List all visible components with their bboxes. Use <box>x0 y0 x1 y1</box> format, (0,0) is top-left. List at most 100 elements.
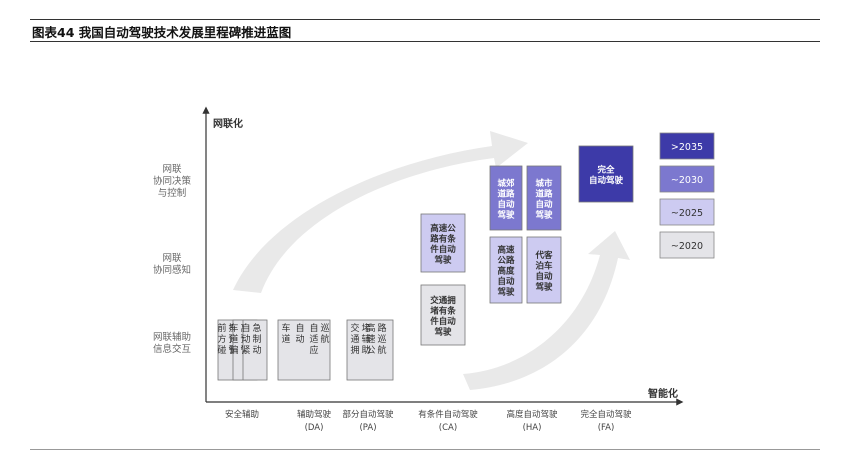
trend-arrows <box>233 131 630 390</box>
milestone-label-line: 驾驶 <box>497 287 515 298</box>
milestone-label-char: 前 <box>217 322 226 334</box>
legend-swatch <box>659 231 715 259</box>
milestone-box <box>420 284 466 346</box>
y-tick-label: 协同感知 <box>153 264 191 276</box>
milestone-label-char: 通 <box>350 334 359 345</box>
milestone-label-line: 自动 <box>497 276 515 287</box>
milestone-label-char: 航 <box>320 333 329 345</box>
milestone-label-line: 堵有条 <box>430 305 456 316</box>
y-tick-label: 网联 <box>162 253 182 264</box>
milestone-label-char: 自 <box>295 322 304 334</box>
milestone-label-char: 速 <box>366 334 375 345</box>
figure-title: 图表44 我国自动驾驶技术发展里程碑推进蓝图 <box>32 25 292 40</box>
milestone-label-line: 驾驶 <box>497 209 515 220</box>
milestone-label-char: 方 <box>217 333 226 345</box>
milestone-box <box>346 319 394 381</box>
milestone-label-line: 交通拥 <box>430 295 456 306</box>
milestone-label-char: 助 <box>361 344 370 356</box>
milestone-box <box>242 319 268 381</box>
figure-header: 图表44 我国自动驾驶技术发展里程碑推进蓝图 <box>30 19 820 42</box>
y-tick-label: 信息交互 <box>153 343 192 355</box>
milestone-label-char: 拥 <box>350 344 359 356</box>
source-divider <box>30 449 820 450</box>
milestone-label-char: 车 <box>229 322 238 334</box>
milestone-label-line: 泊车 <box>535 260 553 271</box>
milestone-label-char: 应 <box>309 344 318 356</box>
milestone-label-char: 紧 <box>241 345 250 356</box>
milestone-label-char: 道 <box>229 333 238 345</box>
legend-swatch <box>659 165 715 193</box>
milestone-box <box>489 165 523 231</box>
legend-label: >2035 <box>671 142 703 153</box>
milestone-label-line: 自动 <box>497 199 515 210</box>
y-axis-title: 网联化 <box>213 117 243 130</box>
milestone-box <box>489 236 523 304</box>
x-tick-label: 完全自动驾驶 <box>580 409 632 420</box>
legend-swatch <box>659 132 715 160</box>
x-tick-label: 有条件自动驾驶 <box>418 409 478 420</box>
milestone-label-line: 代客 <box>534 250 553 261</box>
legend-label: ~2020 <box>671 241 703 252</box>
milestone-label-line: 件自动 <box>430 316 456 327</box>
milestone-label-char: 高 <box>366 322 375 334</box>
milestone-label-char: 车 <box>281 322 290 334</box>
milestone-label-line: 自动 <box>535 199 553 210</box>
milestone-label-line: 道路 <box>535 188 553 199</box>
milestone-label-char: 路 <box>377 322 386 334</box>
x-tick-label: 高度自动驾驶 <box>506 409 558 420</box>
x-tick-label: 辅助驾驶 <box>297 409 332 420</box>
milestone-box <box>526 165 562 231</box>
milestone-label-line: 驾驶 <box>434 326 452 337</box>
milestone-label-char: 动 <box>252 345 261 356</box>
milestone-label-char: 急 <box>252 322 261 334</box>
x-tick-labels: 安全辅助 辅助驾驶 (DA) 部分自动驾驶 (PA) 有条件自动驾驶 (CA) 高度自动驾驶 (… <box>225 409 632 433</box>
legend-label: ~2025 <box>671 208 703 219</box>
milestone-boxes: 前方碰撞预警车道偏离预警自动紧急制动车道自动自适应巡航交通拥堵辅助高速公路巡航交… <box>217 145 634 381</box>
milestone-label-char: 制 <box>252 333 261 345</box>
x-tick-code: (DA) <box>305 423 324 433</box>
milestone-label-line: 城市 <box>535 178 553 189</box>
milestone-label-char: 巡 <box>377 334 386 345</box>
milestone-label-line: 道路 <box>497 188 515 199</box>
milestone-label-line: 路有条 <box>430 233 456 244</box>
milestone-label-line: 驾驶 <box>535 209 553 220</box>
milestone-label-line: 自动 <box>535 271 553 282</box>
x-tick-code: (FA) <box>598 423 615 433</box>
legend-label: ~2030 <box>671 175 703 186</box>
milestone-box <box>420 213 466 273</box>
milestone-label-line: 高速公 <box>430 223 456 234</box>
milestone-label-char: 自 <box>241 322 250 334</box>
milestone-label-char: 动 <box>295 334 304 345</box>
milestone-label-char: 适 <box>309 334 318 345</box>
milestone-label-line: 高度 <box>497 266 515 277</box>
milestone-label-char: 动 <box>241 334 250 345</box>
legend-swatch <box>659 198 715 226</box>
milestone-label-char: 巡 <box>320 323 329 334</box>
axes: 网联化 智能化 <box>202 106 684 406</box>
milestone-label-char: 辅 <box>361 333 370 345</box>
x-tick-label: 部分自动驾驶 <box>342 409 394 420</box>
y-tick-label: 与控制 <box>158 187 187 199</box>
milestone-label-char: 航 <box>377 344 386 356</box>
milestone-label-line: 公路 <box>497 255 515 266</box>
milestone-label-char: 公 <box>366 345 375 356</box>
x-tick-label: 安全辅助 <box>225 409 259 420</box>
milestone-box <box>578 145 634 203</box>
milestone-label-char: 自 <box>309 322 318 334</box>
milestone-box <box>277 319 331 381</box>
milestone-label-line: 高速 <box>497 245 515 256</box>
upper-trend-arrow <box>233 131 528 293</box>
x-tick-code: (CA) <box>439 423 457 433</box>
milestone-label-char: 碰 <box>217 344 226 356</box>
milestone-label-line: 驾驶 <box>535 281 553 292</box>
x-tick-code: (PA) <box>359 423 376 433</box>
milestone-label-line: 驾驶 <box>434 254 452 265</box>
y-tick-label: 协同决策 <box>153 175 192 187</box>
milestone-label-line: 件自动 <box>430 244 456 255</box>
milestone-label-line: 完全 <box>597 164 615 175</box>
milestone-label-line: 城郊 <box>497 178 515 189</box>
x-axis-title: 智能化 <box>648 387 678 400</box>
legend: >2035 ~2030 ~2025 ~2020 <box>659 132 715 259</box>
